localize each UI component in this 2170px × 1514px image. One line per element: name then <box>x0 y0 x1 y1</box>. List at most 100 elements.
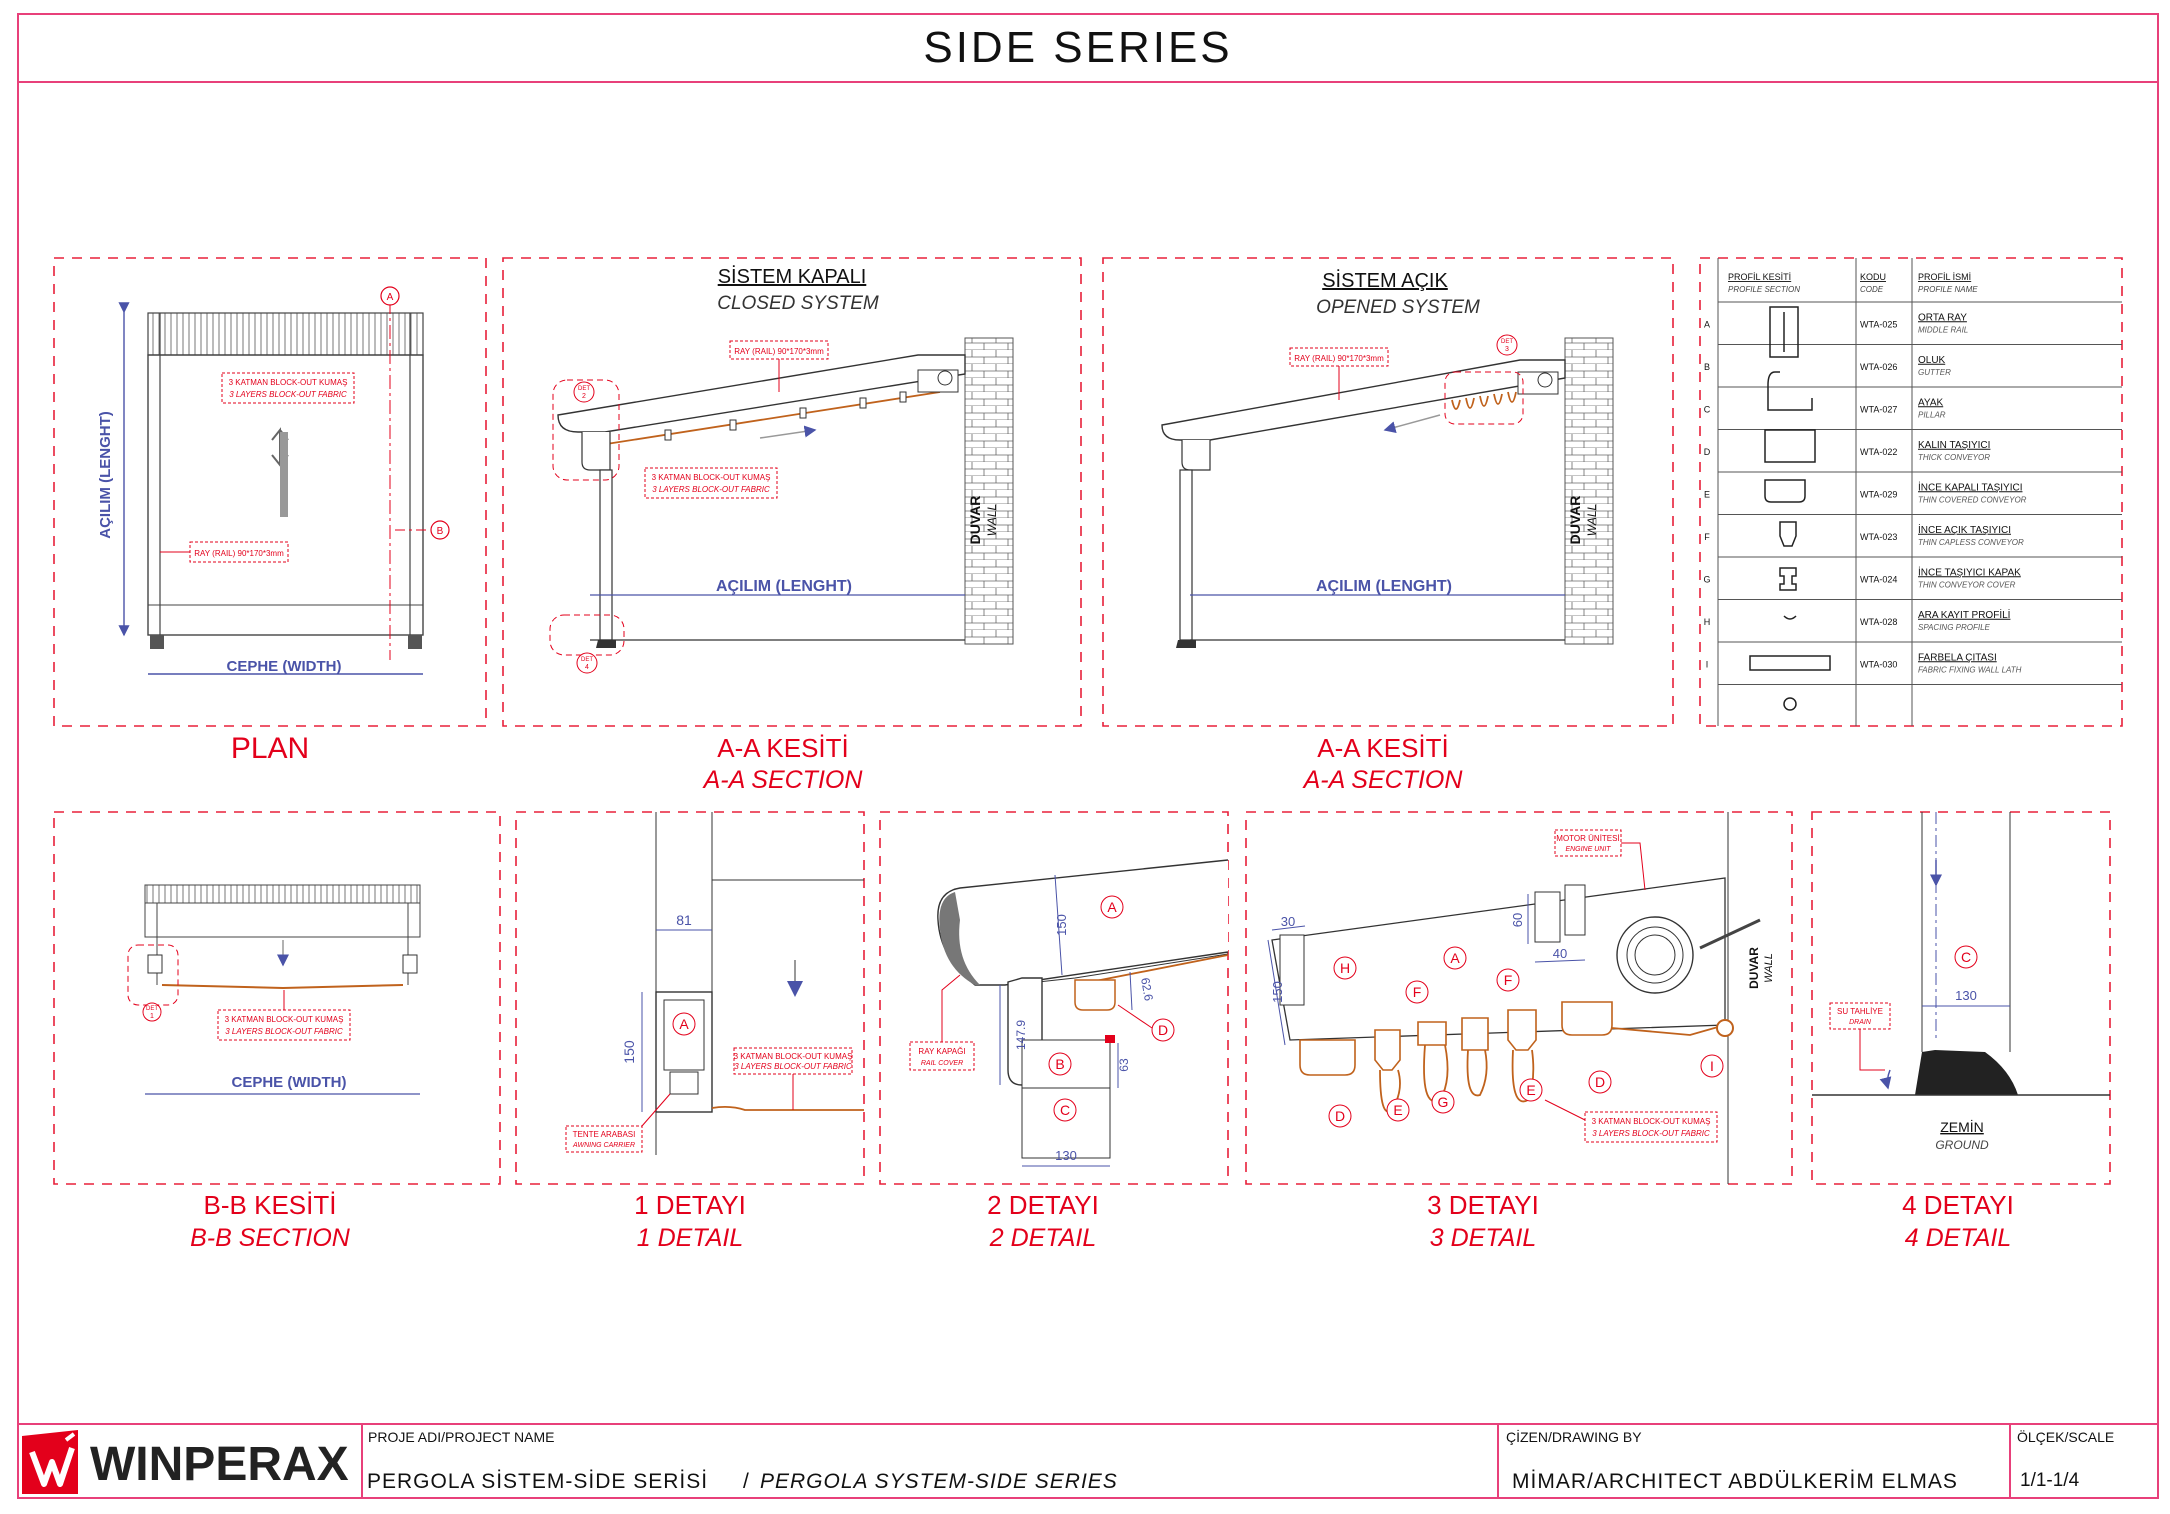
closed-fabric-en: 3 LAYERS BLOCK-OUT FABRIC <box>652 485 770 494</box>
d1-title-en: 1 DETAIL <box>637 1224 744 1252</box>
plan-cut-b: B <box>437 526 444 537</box>
plan-width-label: CEPHE (WIDTH) <box>227 658 342 675</box>
d2-cover-en: RAIL COVER <box>921 1060 963 1067</box>
closed-rail: RAY (RAIL) 90*170*3mm <box>734 347 824 356</box>
profile-letter: I <box>1706 659 1709 669</box>
profile-name-tr: FARBELA ÇITASI <box>1918 652 1997 663</box>
d1-tag: A <box>679 1016 689 1032</box>
d2-tag-d: D <box>1158 1022 1168 1038</box>
d2-cover-tr: RAY KAPAĞI <box>918 1047 965 1056</box>
profile-name-en: SPACING PROFILE <box>1918 623 1991 632</box>
d3-fabric-tr: 3 KATMAN BLOCK-OUT KUMAŞ <box>1592 1117 1711 1126</box>
d3-dim-150: 150 <box>1270 981 1285 1003</box>
d3-dim-60: 60 <box>1510 913 1525 927</box>
open-rail: RAY (RAIL) 90*170*3mm <box>1294 354 1384 363</box>
profile-name-en: THIN COVERED CONVEYOR <box>1918 495 2027 504</box>
closed-det-bot-no: 4 <box>585 664 589 671</box>
plan-cut-a: A <box>387 292 394 303</box>
profile-letter: C <box>1704 404 1711 414</box>
profile-name-tr: ORTA RAY <box>1918 312 1967 323</box>
d3-wall-tr: DUVAR <box>1747 947 1761 989</box>
brand-name: WINPERAX <box>90 1438 349 1491</box>
profile-name-tr: İNCE TAŞIYICI KAPAK <box>1918 565 2021 578</box>
profile-letter: A <box>1704 319 1710 329</box>
d3-tag-f1: F <box>1413 984 1422 1000</box>
th-code-tr: KODU <box>1860 272 1886 282</box>
profile-name-en: THICK CONVEYOR <box>1918 453 1990 462</box>
profile-code: WTA-023 <box>1860 532 1897 542</box>
profile-table: PROFİL KESİTİ PROFILE SECTION KODU CODE … <box>1699 257 2123 727</box>
d4-tag: C <box>1961 949 1971 965</box>
d4-title-en: 4 DETAIL <box>1905 1224 2012 1252</box>
d4-ground-en: GROUND <box>1935 1138 1989 1152</box>
closed-wall <box>964 337 1014 645</box>
profile-code: WTA-027 <box>1860 404 1897 414</box>
closed-det-bot: DET <box>581 657 593 663</box>
bb-det: DET <box>146 1006 158 1012</box>
plan-outline <box>147 354 424 636</box>
drawn-label: ÇİZEN/DRAWING BY <box>1506 1428 1642 1445</box>
plan-title: PLAN <box>231 732 309 765</box>
open-title-en: A-A SECTION <box>1302 766 1464 794</box>
closed-fabric-tr: 3 KATMAN BLOCK-OUT KUMAŞ <box>652 473 771 482</box>
open-det: DET <box>1501 339 1513 345</box>
bb-fabric-tr: 3 KATMAN BLOCK-OUT KUMAŞ <box>225 1015 344 1024</box>
detail-4: C 130 SU TAHLİYE DRAIN ZEMİN GROUND 4 DE… <box>1811 811 2111 1252</box>
closed-frame <box>502 257 1082 727</box>
d3-tag-d2: D <box>1595 1074 1605 1090</box>
profile-code: WTA-028 <box>1860 617 1897 627</box>
d2-tag-c: C <box>1060 1102 1070 1118</box>
d1-dim-w: 81 <box>676 912 692 928</box>
th-name-tr: PROFİL İSMİ <box>1918 272 1971 282</box>
d2-dim-130: 130 <box>1055 1148 1077 1163</box>
open-opening: AÇILIM (LENGHT) <box>1316 578 1452 595</box>
profile-code: WTA-026 <box>1860 362 1897 372</box>
profile-letter: D <box>1704 447 1711 457</box>
profile-letter: E <box>1704 489 1710 499</box>
section-bb: DET 1 3 KATMAN BLOCK-OUT KUMAŞ 3 LAYERS … <box>53 811 501 1252</box>
scale-value: 1/1-1/4 <box>2020 1470 2080 1491</box>
profile-name-tr: İNCE AÇIK TAŞIYICI <box>1918 523 2011 536</box>
d2-title-en: 2 DETAIL <box>989 1224 1097 1252</box>
sheet-border <box>17 13 2159 1499</box>
closed-heading-tr: SİSTEM KAPALI <box>718 265 867 288</box>
closed-det-top: DET <box>578 386 590 392</box>
profile-name-tr: OLUK <box>1918 355 1946 366</box>
plan-frame <box>53 257 487 727</box>
open-heading-en: OPENED SYSTEM <box>1316 297 1480 318</box>
closed-opening: AÇILIM (LENGHT) <box>716 578 852 595</box>
d2-tag-a: A <box>1107 899 1117 915</box>
bb-det-no: 1 <box>150 1013 154 1020</box>
plan-fabric-tr: 3 KATMAN BLOCK-OUT KUMAŞ <box>229 378 348 387</box>
scale-label: ÖLÇEK/SCALE <box>2017 1428 2114 1445</box>
closed-title-en: A-A SECTION <box>702 766 864 794</box>
d3-tag-i: I <box>1710 1058 1714 1074</box>
d3-wall-en: WALL <box>1763 953 1775 983</box>
project-label: PROJE ADI/PROJECT NAME <box>368 1429 554 1445</box>
profile-name-en: PILLAR <box>1918 410 1946 419</box>
d4-drain-tr: SU TAHLİYE <box>1837 1007 1883 1016</box>
d1-carrier-tr: TENTE ARABASI <box>573 1130 636 1139</box>
profile-name-tr: ARA KAYIT PROFİLİ <box>1918 608 2010 621</box>
project-name-tr: PERGOLA SİSTEM-SİDE SERİSİ <box>367 1470 708 1493</box>
detail-2: A B C D 150 62.6 147.9 63 130 RAY KAPAĞI… <box>879 811 1229 1252</box>
d2-title-tr: 2 DETAYI <box>987 1190 1099 1220</box>
d3-tag-g: G <box>1438 1094 1449 1110</box>
d1-dim-h: 150 <box>621 1040 637 1064</box>
d3-motor-en: ENGINE UNIT <box>1565 846 1611 853</box>
d3-title-en: 3 DETAIL <box>1430 1224 1537 1252</box>
profile-name-tr: KALIN TAŞIYICI <box>1918 440 1990 451</box>
plan-view: AÇILIM (LENGHT) CEPHE (WIDTH) 3 KATMAN B… <box>53 257 487 765</box>
profile-code: WTA-030 <box>1860 659 1897 669</box>
plan-louver <box>147 312 424 356</box>
bb-width: CEPHE (WIDTH) <box>232 1074 347 1091</box>
th-section-tr: PROFİL KESİTİ <box>1728 272 1791 282</box>
d2-dim-150: 150 <box>1054 914 1069 936</box>
section-aa-closed: SİSTEM KAPALI CLOSED SYSTEM DUVAR WALL A… <box>502 257 1082 794</box>
d3-tag-d1: D <box>1335 1108 1345 1124</box>
profile-name-tr: İNCE KAPALI TAŞIYICI <box>1918 480 2022 493</box>
d3-tag-a: A <box>1450 950 1460 966</box>
d3-dim-30: 30 <box>1281 914 1295 929</box>
d3-tag-f2: F <box>1504 972 1513 988</box>
